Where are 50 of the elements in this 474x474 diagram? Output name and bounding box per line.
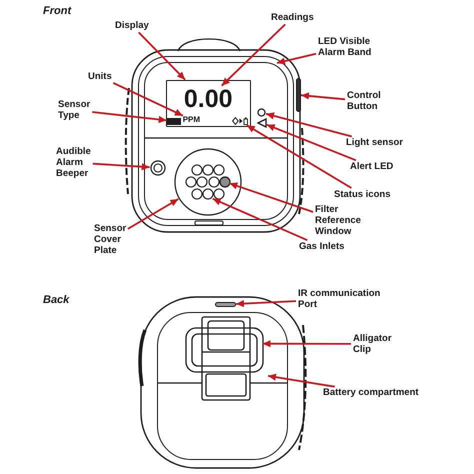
gas-inlet-holes (185, 164, 224, 200)
leader-arrow (266, 124, 356, 162)
leader-arrow (212, 198, 308, 242)
leader-arrow (229, 182, 314, 213)
leader-arrow (266, 112, 352, 138)
light-sensor (257, 108, 266, 118)
led-alarm-band (138, 56, 294, 226)
leader-arrow (276, 52, 316, 65)
leader-arrow (236, 300, 296, 308)
sensor-cover-plate (174, 148, 242, 216)
callout-label: Sensor Cover Plate (94, 223, 126, 256)
callout-label: Readings (271, 12, 314, 23)
callout-label: Status icons (334, 189, 390, 200)
alert-led (256, 118, 267, 128)
leader-arrow (92, 111, 167, 124)
leader-arrow (127, 198, 179, 230)
filter-window (219, 176, 230, 188)
callout-label: Display (115, 20, 149, 31)
battery-compartment (157, 312, 288, 460)
callout-label: Light sensor (346, 137, 404, 148)
callout-label: Audible Alarm Beeper (56, 146, 91, 179)
units-text: PPM (182, 116, 200, 124)
callout-label: IR communication Port (298, 288, 380, 310)
side-control-button (296, 78, 301, 112)
leader-arrow (262, 340, 351, 348)
sensor-type-block (166, 118, 181, 125)
callout-label: Gas Inlets (299, 241, 344, 252)
callout-label: LED Visible Alarm Band (318, 36, 372, 58)
callout-label: Control Button (347, 90, 381, 112)
reading-digits: 0.00 (184, 86, 233, 112)
leader-arrow (112, 82, 184, 117)
callout-label: Units (88, 71, 112, 82)
status-symbols-icon (232, 117, 248, 126)
alligator-clip (184, 316, 264, 401)
callout-label: Sensor Type (58, 99, 90, 121)
ir-port (215, 302, 236, 307)
leader-arrow (246, 124, 352, 189)
view-heading: Front (43, 5, 72, 18)
leader-arrow (268, 374, 335, 388)
callout-label: Battery compartment (323, 387, 419, 398)
leader-arrow (92, 162, 150, 170)
leader-arrow (300, 92, 346, 100)
callout-label: Alert LED (350, 161, 394, 172)
view-heading: Back (43, 294, 70, 307)
leader-arrow (221, 24, 286, 86)
callout-label: Alligator Clip (353, 333, 392, 355)
beeper-opening (150, 160, 166, 176)
callout-label: Filter Reference Window (315, 204, 361, 237)
display-screen (166, 80, 251, 127)
leader-arrow (138, 32, 186, 80)
